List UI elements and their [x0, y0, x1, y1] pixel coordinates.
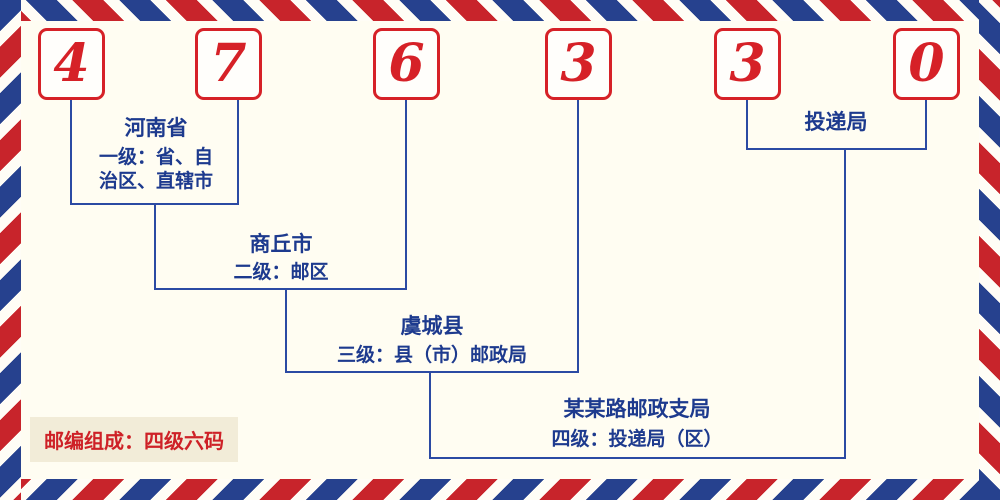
delivery-right-line: [925, 100, 927, 150]
composition-note: 邮编组成：四级六码: [30, 417, 238, 462]
level4-left-line: [429, 371, 431, 459]
level2-desc: 二级：邮区: [233, 261, 329, 283]
digit-2: 7: [210, 33, 247, 94]
digit-box-6: 0: [893, 28, 960, 100]
level4-right-line: [844, 150, 846, 459]
level1-desc-line2: 治区、直辖市: [98, 170, 214, 192]
digit-box-5: 3: [714, 28, 781, 100]
level1-left-line: [70, 100, 72, 205]
digit-1: 4: [53, 33, 90, 94]
level1-desc-line1: 一级：省、自: [98, 146, 214, 168]
airmail-border-top: [0, 0, 1000, 21]
level3-bottom-line: [285, 371, 579, 373]
level3-name: 虞城县: [400, 314, 464, 338]
level2-left-line: [154, 203, 156, 290]
digit-box-4: 3: [545, 28, 612, 100]
digit-4: 3: [560, 33, 597, 94]
level3-desc: 三级：县（市）邮政局: [336, 344, 528, 366]
digit-6: 0: [908, 33, 945, 94]
digit-box-2: 7: [195, 28, 262, 100]
level4-bottom-line: [429, 457, 846, 459]
level1-right-line: [237, 100, 239, 205]
digit-box-1: 4: [38, 28, 105, 100]
delivery-bottom-line: [746, 148, 927, 150]
level4-name: 某某路邮政支局: [563, 397, 711, 421]
level4-desc: 四级：投递局（区）: [551, 428, 723, 450]
delivery-name: 投递局: [804, 110, 868, 134]
digit-3: 6: [388, 33, 425, 94]
digit-5: 3: [729, 33, 766, 94]
digit-box-3: 6: [373, 28, 440, 100]
level2-name: 商丘市: [249, 232, 313, 256]
delivery-left-line: [746, 100, 748, 150]
airmail-border-bottom: [0, 479, 1000, 500]
level1-name: 河南省: [124, 116, 188, 140]
airmail-border-left: [0, 0, 21, 500]
level3-right-line: [577, 100, 579, 373]
level3-left-line: [285, 288, 287, 373]
level2-right-line: [405, 100, 407, 290]
airmail-border-right: [979, 0, 1000, 500]
level2-bottom-line: [154, 288, 407, 290]
